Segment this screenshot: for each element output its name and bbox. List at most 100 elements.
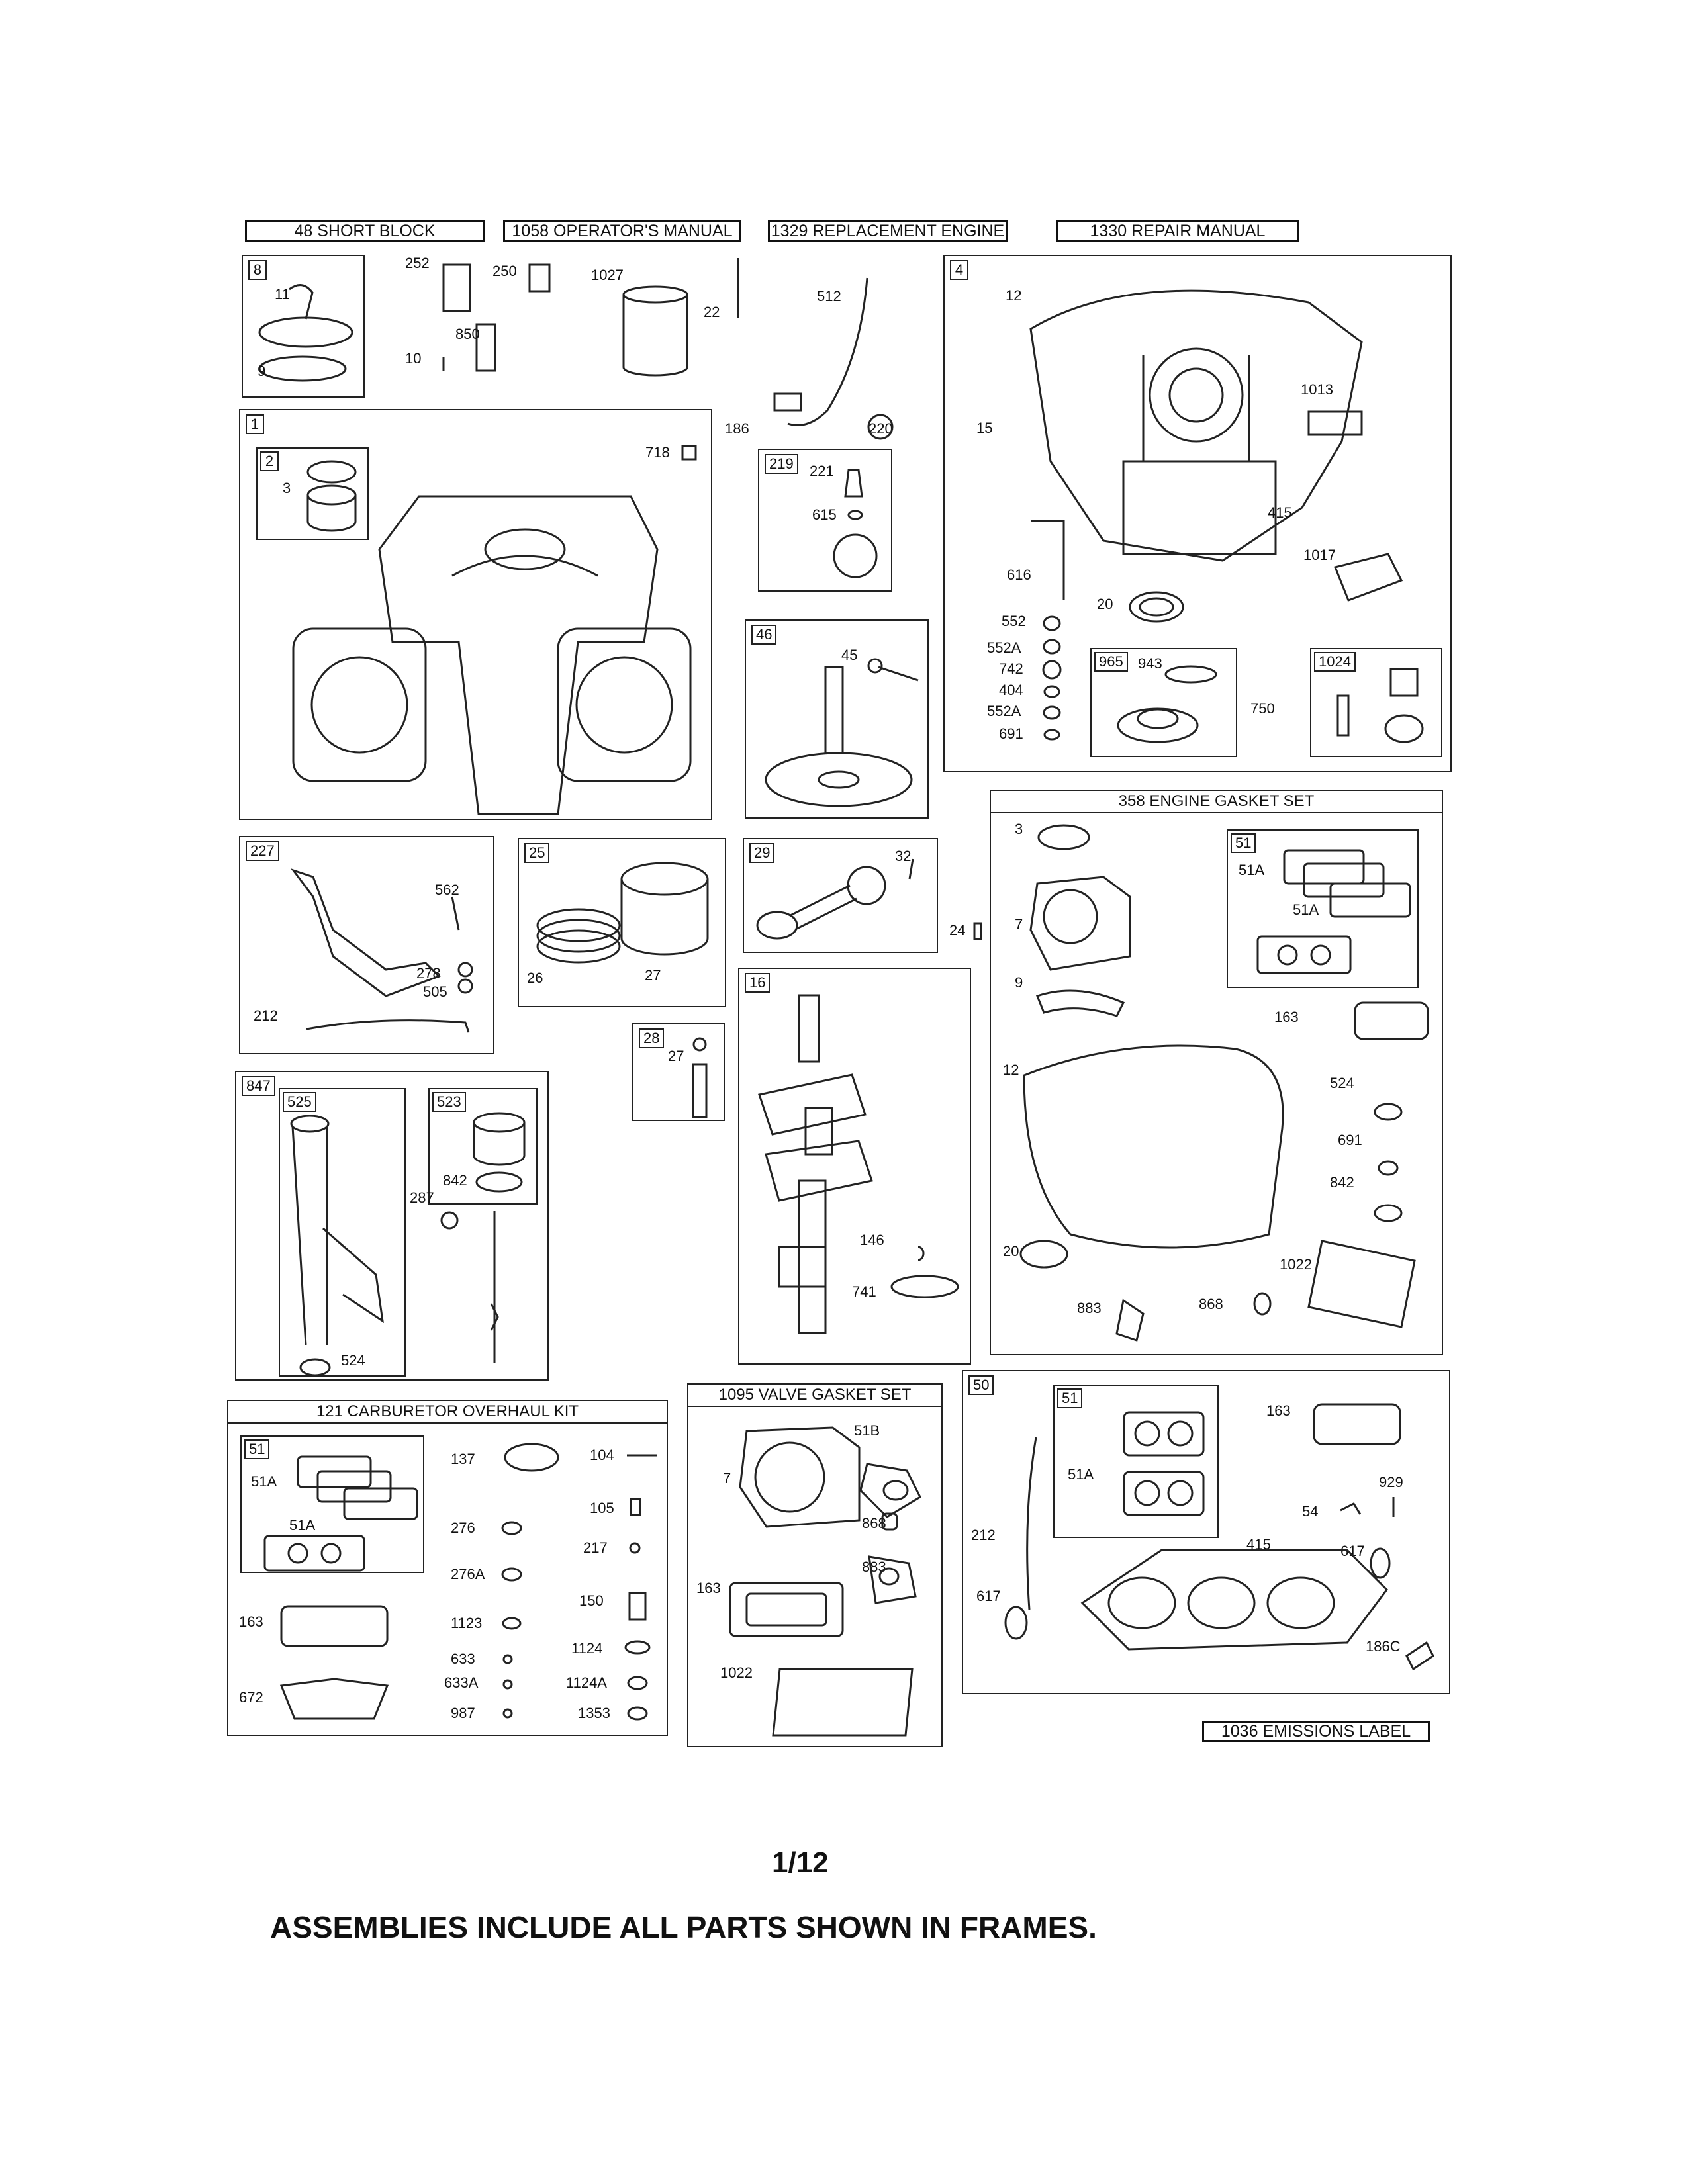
- part-number: 12: [1006, 287, 1022, 304]
- assembly-box-repair-manual: 1330 REPAIR MANUAL: [1056, 220, 1299, 242]
- bushing-718-drawing: [681, 445, 697, 461]
- frame-tag: 219: [765, 454, 798, 474]
- assembly-label: REPAIR MANUAL: [1131, 222, 1266, 240]
- carb-small-parts-drawing: [501, 1443, 559, 1719]
- assembly-label: EMISSIONS LABEL: [1262, 1722, 1411, 1741]
- part-number: 3: [1015, 821, 1023, 837]
- frame-tag: 523: [432, 1092, 466, 1112]
- part-number: 27: [645, 967, 661, 983]
- frame-1: 1 718 2 3: [239, 409, 712, 820]
- part-number: 217: [583, 1539, 608, 1556]
- frame-title: 1095 VALVE GASKET SET: [688, 1385, 941, 1407]
- part-number: 1124: [571, 1640, 603, 1657]
- governor-lever-drawing: [290, 868, 473, 1033]
- part-number: 883: [1077, 1300, 1102, 1316]
- part-number: 691: [999, 725, 1023, 742]
- frame-tag: 51: [1057, 1388, 1083, 1408]
- part-number: 10: [405, 350, 422, 367]
- assembly-box-emissions-label: 1036 EMISSIONS LABEL: [1202, 1721, 1430, 1742]
- frame-25: 25 26 27: [518, 838, 726, 1007]
- washers-column-drawing: [1042, 615, 1062, 741]
- frame-tag: 16: [745, 973, 771, 993]
- assembly-number: 1036: [1221, 1722, 1258, 1741]
- dipstick-tube-616-drawing: [1031, 520, 1065, 600]
- part-number: 163: [696, 1580, 721, 1596]
- subframe-2: 2 3: [256, 447, 369, 540]
- subframe-523: 523 842: [428, 1088, 538, 1205]
- part-number: 276A: [451, 1566, 485, 1582]
- part-number: 7: [723, 1470, 731, 1486]
- frame-tag: 1: [246, 414, 264, 434]
- frame-tag: 29: [749, 843, 775, 863]
- part-number: 524: [1330, 1075, 1354, 1091]
- frame-46: 46 45: [745, 619, 929, 819]
- part-number: 718: [645, 444, 670, 461]
- part-number: 929: [1379, 1474, 1403, 1490]
- part-number: 1013: [1301, 381, 1333, 398]
- assembly-number: 1330: [1090, 222, 1127, 240]
- part-number: 750: [1250, 700, 1275, 717]
- frame-1095-valve-gasket-set: 1095 VALVE GASKET SET 7 51B 868 883 163 …: [687, 1383, 943, 1747]
- part-number: 691: [1338, 1132, 1362, 1148]
- cover-1017-drawing: [1333, 553, 1403, 602]
- cylinder-block-drawing: [292, 495, 692, 815]
- part-number: 7: [1015, 916, 1023, 933]
- part-number: 868: [1199, 1296, 1223, 1312]
- part-number: 741: [852, 1283, 876, 1300]
- part-number: 1123: [451, 1615, 483, 1631]
- breather-cover-drawing: [258, 284, 353, 382]
- part-number: 15: [976, 420, 993, 436]
- part-number: 146: [860, 1232, 884, 1248]
- part-number: 512: [817, 288, 841, 304]
- part-number: 11: [275, 286, 290, 302]
- part-number: 617: [976, 1588, 1001, 1604]
- frame-tag: 46: [751, 625, 777, 645]
- part-number: 987: [451, 1705, 475, 1721]
- part-number: 1027: [591, 267, 624, 283]
- frame-847: 847 525 524 523 842 287: [235, 1071, 549, 1381]
- part-number: 276: [451, 1520, 475, 1536]
- part-number: 616: [1007, 567, 1031, 583]
- part-number: 221: [810, 463, 834, 479]
- subframe-51: 51 51A 51A: [240, 1435, 424, 1573]
- governor-drawing: [1117, 665, 1217, 743]
- assembly-box-operators-manual: 1058 OPERATOR'S MANUAL: [503, 220, 741, 242]
- frame-tag: 25: [524, 843, 550, 863]
- frame-29: 29 32: [743, 838, 938, 953]
- frame-4: 4 12 1013 15 415 1017 616 20 552 552A 74…: [943, 255, 1452, 772]
- frame-tag: 4: [950, 260, 968, 280]
- dipstick-tube-525-drawing: [290, 1115, 384, 1377]
- part-number: 105: [590, 1500, 614, 1516]
- piston-pin-drawing: [692, 1037, 708, 1118]
- part-number: 524: [341, 1352, 365, 1369]
- dipstick-drawing: [440, 1211, 499, 1363]
- part-number: 212: [254, 1007, 278, 1024]
- part-number: 51A: [289, 1517, 316, 1533]
- part-number: 186: [725, 420, 749, 437]
- part-number: 742: [999, 660, 1023, 677]
- part-number: 287: [410, 1189, 434, 1206]
- bearing-drawing: [306, 460, 357, 532]
- part-number: 163: [239, 1614, 263, 1630]
- part-number: 150: [579, 1592, 604, 1609]
- frame-tag: 1024: [1314, 652, 1356, 672]
- part-number: 51A: [1293, 901, 1319, 918]
- frame-tag: 965: [1094, 652, 1128, 672]
- small-parts-drawing: [442, 263, 551, 372]
- frame-tag: 51: [1231, 833, 1256, 853]
- frame-tag: 2: [260, 451, 279, 471]
- carb-right-parts-drawing: [624, 1454, 657, 1721]
- part-number: 27: [668, 1048, 684, 1064]
- oil-pump-drawing: [833, 469, 878, 578]
- part-number: 943: [1138, 655, 1162, 672]
- part-number: 415: [1268, 504, 1292, 521]
- assembly-label: OPERATOR'S MANUAL: [553, 222, 733, 240]
- part-number: 26: [527, 970, 543, 986]
- subframe-525: 525 524: [279, 1088, 406, 1377]
- part-number: 552A: [987, 703, 1021, 719]
- piston-drawing: [536, 862, 709, 964]
- seal-20-drawing: [1129, 591, 1184, 623]
- dowel-24-drawing: [973, 922, 982, 940]
- part-number: 220: [868, 420, 893, 437]
- part-number: 51A: [251, 1473, 277, 1490]
